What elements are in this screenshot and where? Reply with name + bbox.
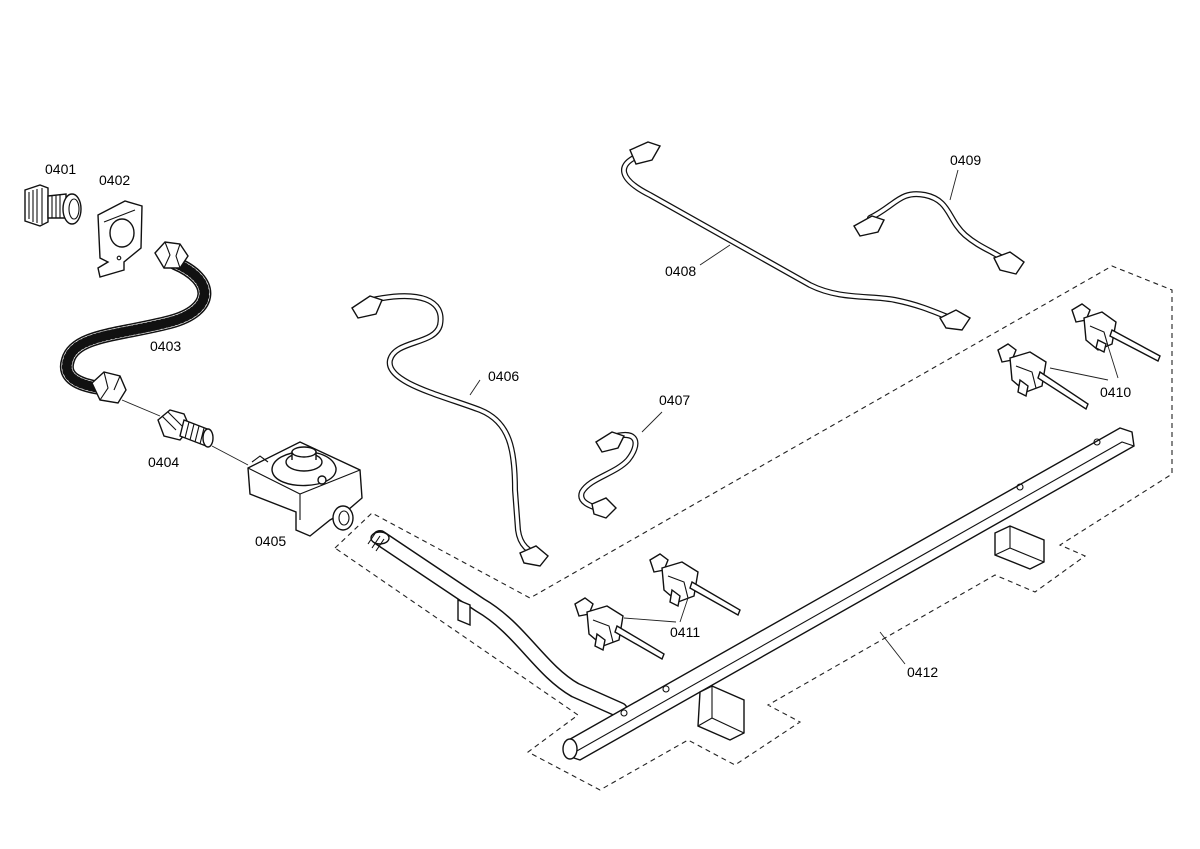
part-0410-injector-a[interactable] — [1071, 303, 1161, 362]
leader-0411 — [623, 597, 689, 623]
part-0401-fitting[interactable] — [24, 184, 82, 227]
label-0402: 0402 — [99, 172, 130, 188]
label-0401: 0401 — [45, 161, 76, 177]
label-0403: 0403 — [150, 338, 181, 354]
part-0411-injector-b[interactable] — [574, 597, 665, 661]
label-0405: 0405 — [255, 533, 286, 549]
label-0408: 0408 — [665, 263, 696, 279]
part-0407-tube[interactable] — [578, 431, 639, 519]
part-0403-flex-hose[interactable] — [59, 241, 212, 404]
label-0406: 0406 — [488, 368, 519, 384]
part-0412-manifold[interactable] — [367, 427, 1135, 761]
label-0412: 0412 — [907, 664, 938, 680]
part-0402-bracket[interactable] — [97, 200, 143, 278]
part-0411-injector-a[interactable] — [649, 553, 741, 617]
label-0404: 0404 — [148, 454, 179, 470]
part-0410-injector-b[interactable] — [997, 343, 1089, 411]
leader-lines — [469, 169, 959, 665]
leader-0410 — [1049, 345, 1119, 381]
part-0406-tube[interactable] — [351, 293, 549, 567]
part-labels: 0401 0402 0403 0404 0405 0406 0407 0408 … — [45, 152, 1131, 680]
assembly-outline-0412 — [334, 265, 1173, 791]
part-0404-adapter[interactable] — [121, 399, 249, 466]
part-0408-tube[interactable] — [621, 141, 971, 331]
label-0407: 0407 — [659, 392, 690, 408]
part-0409-tube[interactable] — [853, 191, 1025, 275]
label-0411: 0411 — [670, 624, 700, 640]
part-0405-regulator[interactable] — [247, 441, 363, 537]
label-0409: 0409 — [950, 152, 981, 168]
label-0410: 0410 — [1100, 384, 1131, 400]
